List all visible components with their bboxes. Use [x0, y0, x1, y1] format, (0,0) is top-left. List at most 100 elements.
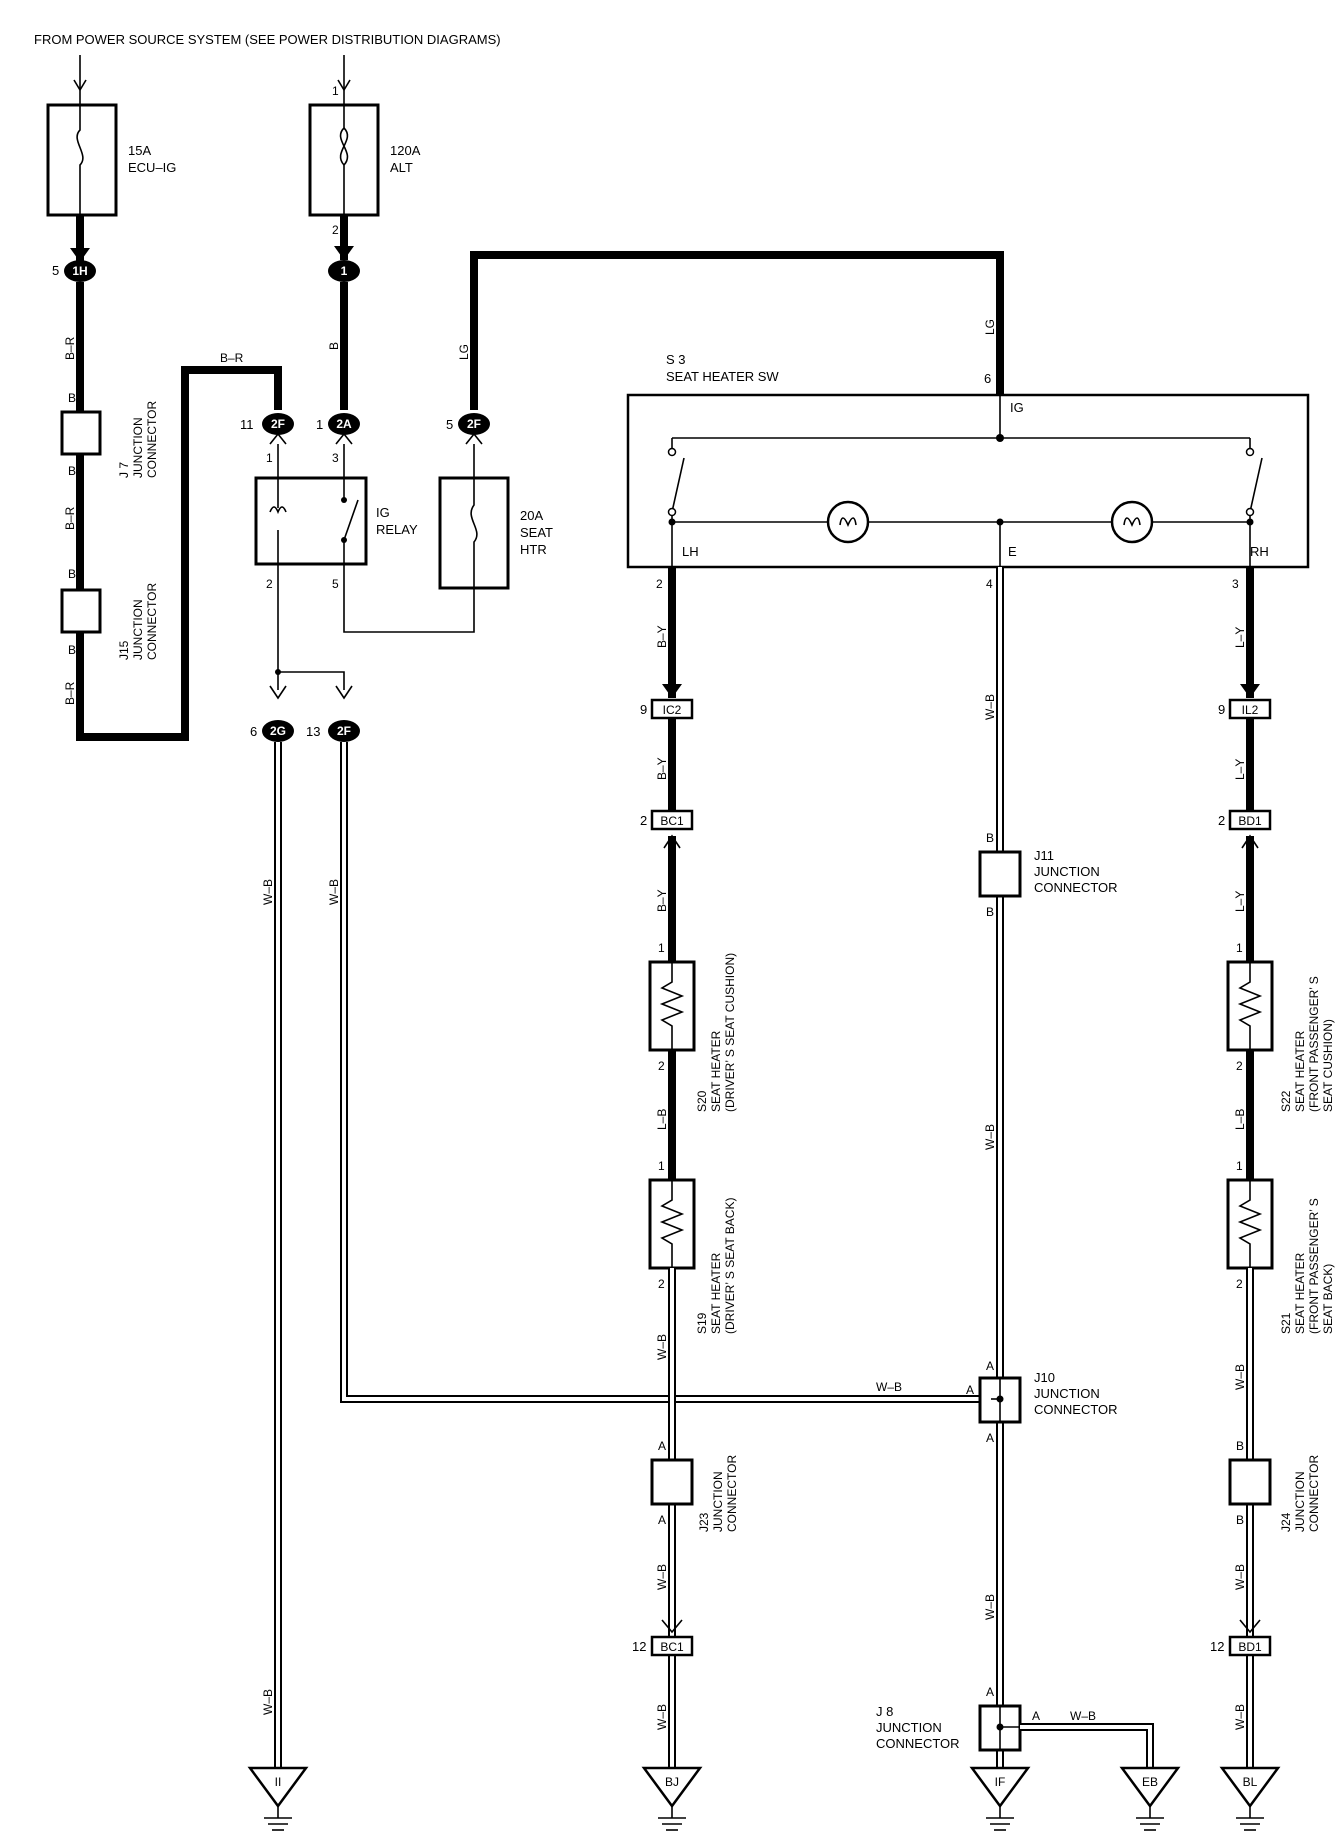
alt-fuse: 1 2 120A ALT	[308, 55, 421, 237]
svg-text:BJ: BJ	[665, 1775, 679, 1789]
svg-text:IL2: IL2	[1242, 703, 1259, 717]
svg-text:B: B	[68, 643, 76, 657]
junction-j23: A A J23 JUNCTION CONNECTOR	[650, 1439, 739, 1532]
wire-label-wb: W–B	[261, 1689, 275, 1715]
svg-text:5: 5	[52, 263, 59, 278]
ground-eb-icon: EB	[1119, 1766, 1181, 1831]
svg-text:9: 9	[640, 702, 647, 717]
svg-text:1H: 1H	[72, 264, 87, 278]
connector-2a: 1 2A	[316, 413, 360, 445]
wire-label-ly: L–Y	[1233, 627, 1247, 648]
wire-label-br: B–R	[63, 336, 77, 360]
svg-text:3: 3	[332, 451, 339, 465]
wire-label-wb: W–B	[1070, 1709, 1096, 1723]
svg-text:CONNECTOR: CONNECTOR	[145, 401, 159, 478]
svg-text:B: B	[68, 567, 76, 581]
svg-text:2: 2	[266, 577, 273, 591]
ecu-ig-fuse: 15A ECU–IG	[46, 55, 176, 217]
svg-text:(FRONT PASSENGER’ S: (FRONT PASSENGER’ S	[1307, 976, 1321, 1112]
wire-label-wb: W–B	[655, 1334, 669, 1360]
wire-label-by: B–Y	[655, 889, 669, 912]
connector-2g: 6 2G	[250, 720, 294, 742]
svg-text:2: 2	[658, 1059, 665, 1073]
seat-heater-s19: 1 2 S19 SEAT HEATER (DRIVER’ S SEAT BACK…	[648, 1159, 737, 1334]
seat-heater-switch: S 3 SEAT HEATER SW 6 IG LH	[626, 352, 1310, 591]
svg-text:J 7: J 7	[117, 462, 131, 478]
ground-ii-icon: II	[247, 1766, 309, 1831]
svg-text:B: B	[68, 464, 76, 478]
svg-text:IG: IG	[376, 505, 390, 520]
svg-text:EB: EB	[1142, 1775, 1158, 1789]
svg-text:J 8: J 8	[876, 1704, 893, 1719]
junction-j7: B B J 7 JUNCTION CONNECTOR	[60, 391, 159, 478]
svg-text:BC1: BC1	[660, 1640, 684, 1654]
connector-bc1-bottom: 12 BC1	[632, 1635, 694, 1657]
svg-text:IC2: IC2	[663, 703, 682, 717]
svg-text:IF: IF	[995, 1775, 1006, 1789]
svg-text:J11: J11	[1034, 848, 1054, 863]
svg-text:A: A	[1032, 1709, 1040, 1723]
connector-2f-11: 11 2F	[240, 413, 294, 445]
svg-text:A: A	[658, 1513, 666, 1527]
svg-text:(DRIVER’ S SEAT BACK): (DRIVER’ S SEAT BACK)	[723, 1198, 737, 1334]
svg-text:2A: 2A	[336, 417, 352, 431]
svg-text:9: 9	[1218, 702, 1225, 717]
junction-j8: A A J 8 JUNCTION CONNECTOR	[876, 1685, 1040, 1752]
svg-text:J15: J15	[117, 640, 131, 660]
svg-text:II: II	[275, 1775, 282, 1789]
svg-text:S 3: S 3	[666, 352, 686, 367]
svg-text:(DRIVER’ S SEAT CUSHION): (DRIVER’ S SEAT CUSHION)	[723, 953, 737, 1112]
wire-label-ly: L–Y	[1233, 759, 1247, 780]
svg-text:SEAT: SEAT	[520, 525, 553, 540]
junction-j10: A A A J10 JUNCTION CONNECTOR	[966, 1359, 1118, 1445]
svg-text:SEAT BACK): SEAT BACK)	[1321, 1264, 1335, 1334]
svg-text:2: 2	[1236, 1059, 1243, 1073]
wire-label-b: B	[327, 342, 341, 350]
svg-text:2: 2	[332, 223, 339, 237]
svg-text:20A: 20A	[520, 508, 543, 523]
svg-text:A: A	[986, 1685, 994, 1699]
svg-text:CONNECTOR: CONNECTOR	[876, 1736, 960, 1751]
svg-text:JUNCTION: JUNCTION	[711, 1471, 725, 1532]
svg-text:1: 1	[332, 84, 339, 98]
svg-text:CONNECTOR: CONNECTOR	[1034, 880, 1118, 895]
svg-text:A: A	[658, 1439, 666, 1453]
ground-bj-icon: BJ	[641, 1766, 703, 1831]
svg-text:BL: BL	[1243, 1775, 1258, 1789]
svg-text:11: 11	[240, 417, 254, 432]
wire-label-wb: W–B	[876, 1380, 902, 1394]
ground-if-icon: IF	[969, 1766, 1031, 1831]
svg-text:CONNECTOR: CONNECTOR	[725, 1455, 739, 1532]
connector-bc1-top: 2 BC1	[640, 809, 694, 849]
wire-label-br: B–R	[63, 681, 77, 705]
connector-2f-5: 5 2F	[446, 413, 490, 445]
svg-text:J23: J23	[697, 1512, 711, 1532]
svg-text:1: 1	[341, 264, 348, 278]
svg-text:SEAT HEATER: SEAT HEATER	[1293, 1252, 1307, 1334]
svg-text:2: 2	[1218, 813, 1225, 828]
svg-text:A: A	[986, 1359, 994, 1373]
svg-text:120A: 120A	[390, 143, 421, 158]
svg-text:E: E	[1008, 544, 1017, 559]
svg-text:B: B	[986, 831, 994, 845]
svg-text:4: 4	[986, 577, 993, 591]
svg-text:IG: IG	[1010, 400, 1024, 415]
svg-text:JUNCTION: JUNCTION	[1034, 864, 1100, 879]
svg-text:JUNCTION: JUNCTION	[131, 599, 145, 660]
svg-text:SEAT HEATER SW: SEAT HEATER SW	[666, 369, 779, 384]
svg-text:3: 3	[1232, 577, 1239, 591]
svg-text:CONNECTOR: CONNECTOR	[1034, 1402, 1118, 1417]
svg-text:SEAT HEATER: SEAT HEATER	[1293, 1030, 1307, 1112]
svg-text:2F: 2F	[467, 417, 481, 431]
wire-label-wb: W–B	[327, 879, 341, 905]
svg-text:13: 13	[306, 724, 320, 739]
svg-text:RH: RH	[1250, 544, 1269, 559]
svg-text:JUNCTION: JUNCTION	[131, 417, 145, 478]
svg-text:ALT: ALT	[390, 160, 413, 175]
seat-heater-s20: 1 2 S20 SEAT HEATER (DRIVER’ S SEAT CUSH…	[648, 941, 737, 1112]
connector-il2: 9 IL2	[1218, 698, 1272, 720]
svg-text:1: 1	[316, 417, 323, 432]
connector-bd1-top: 2 BD1	[1218, 809, 1272, 849]
seat-heater-s21: 1 2 S21 SEAT HEATER (FRONT PASSENGER’ S …	[1226, 1159, 1335, 1334]
